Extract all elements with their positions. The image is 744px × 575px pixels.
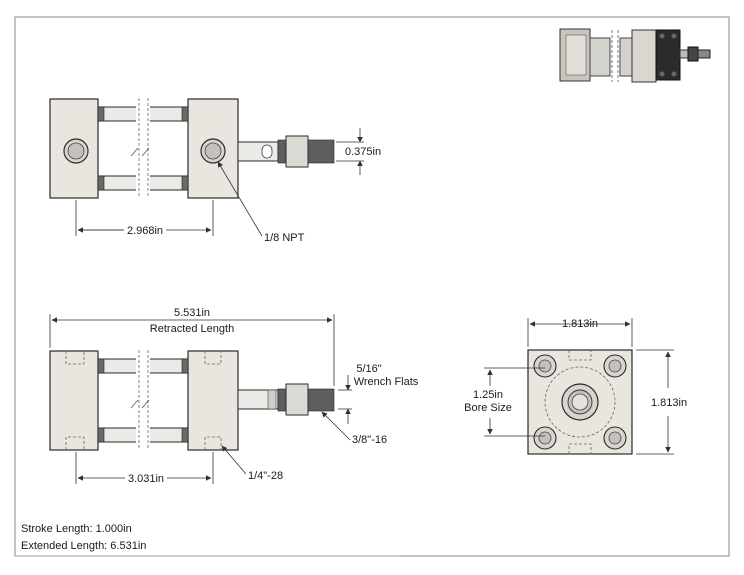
drawing-border [14,16,730,557]
mount-spacing-label: 3.031in [128,473,164,485]
isometric-thumbnail [559,28,711,83]
top-view [49,98,364,237]
retracted-length-value: 5.531in [174,307,210,319]
wrench-flats-value: 5/16" [356,363,381,375]
port-thread-label: 1/8 NPT [264,232,305,244]
wrench-flats-caption: Wrench Flats [354,376,419,388]
rod-thread-label: 3/8"-16 [352,434,387,446]
front-view [49,314,352,484]
end-view [484,318,674,455]
end-height-label: 1.813in [651,397,687,409]
mount-thread-label: 1/4"-28 [248,470,283,482]
retracted-length-caption: Retracted Length [150,323,234,335]
end-width-label: 1.813in [562,318,598,330]
bore-size-value: 1.25in [473,389,503,401]
extended-length-note: Extended Length: 6.531in [21,540,146,552]
rod-diameter-label: 0.375in [345,146,381,158]
bore-size-caption: Bore Size [464,402,512,414]
port-spacing-label: 2.968in [127,225,163,237]
stroke-length-note: Stroke Length: 1.000in [21,523,132,535]
